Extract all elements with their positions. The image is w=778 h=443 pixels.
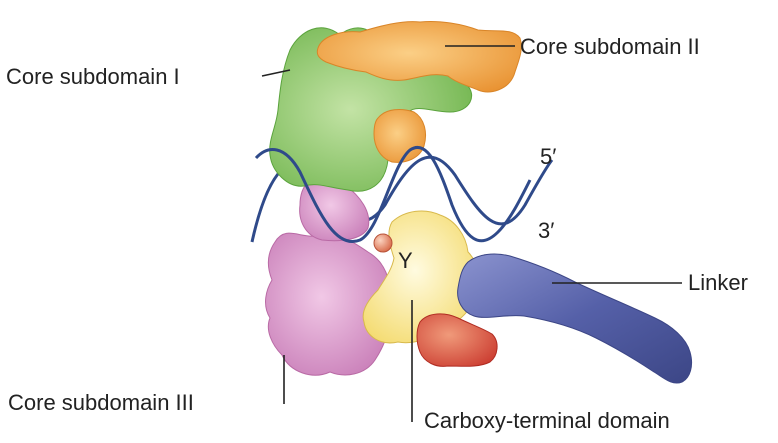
label-five-prime: 5′ bbox=[540, 144, 556, 169]
label-carboxy-terminal: Carboxy-terminal domain bbox=[424, 408, 670, 433]
carboxy-terminal-red-shape bbox=[417, 314, 497, 366]
label-core-subdomain-1: Core subdomain I bbox=[6, 64, 180, 89]
label-linker: Linker bbox=[688, 270, 748, 295]
label-core-subdomain-2: Core subdomain II bbox=[520, 34, 700, 59]
tyrosine-ball bbox=[374, 234, 392, 252]
label-core-subdomain-3: Core subdomain III bbox=[8, 390, 194, 415]
core-subdomain-2-lower bbox=[374, 110, 426, 163]
label-three-prime: 3′ bbox=[538, 218, 554, 243]
linker-shape bbox=[458, 254, 692, 383]
tyrosine-label: Y bbox=[398, 248, 413, 273]
